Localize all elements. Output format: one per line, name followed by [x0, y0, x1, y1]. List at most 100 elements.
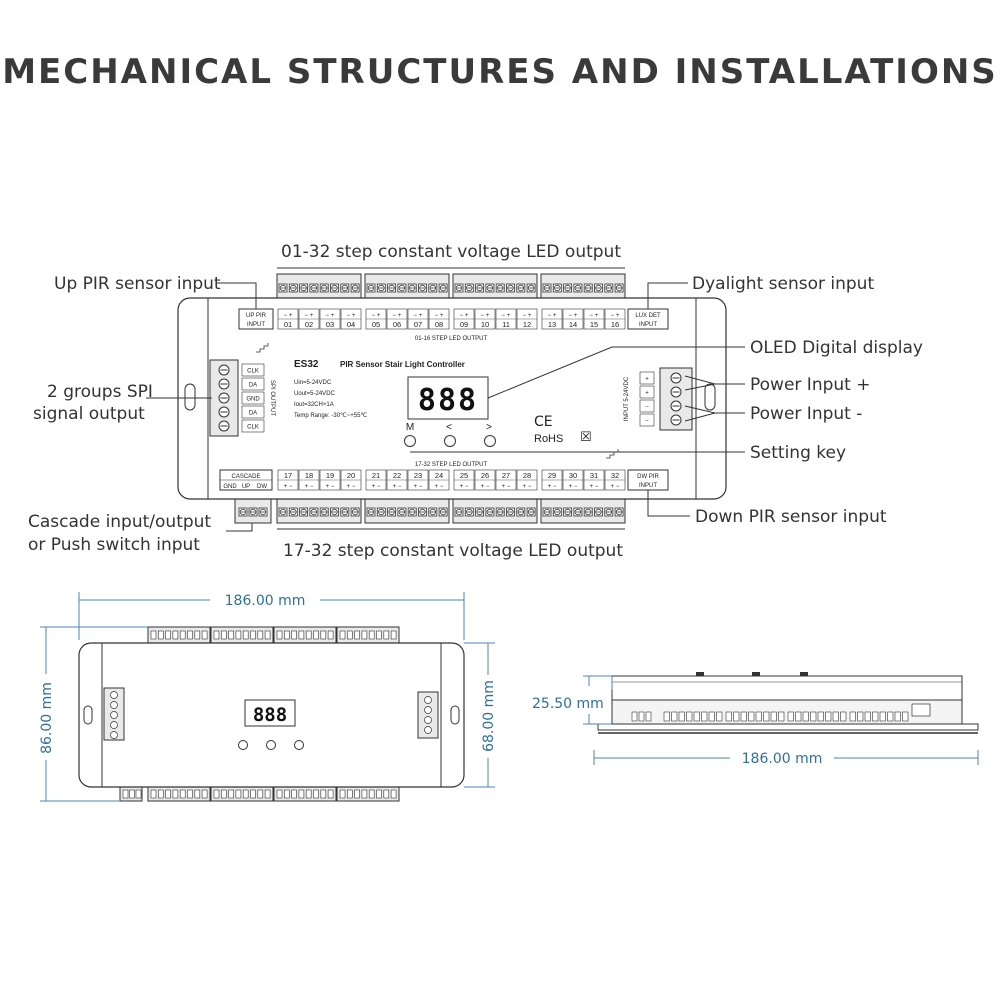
channel-number: 08 [435, 320, 443, 329]
terminal-screw[interactable] [594, 283, 603, 293]
terminal-screw[interactable] [278, 507, 288, 517]
power-terminal-screw[interactable] [670, 414, 682, 426]
terminal-screw[interactable] [387, 507, 397, 517]
controller-top-view: UP PIR INPUT LUX DET INPUT 01− +02− +03−… [177, 273, 727, 524]
spi-terminal-screw[interactable] [218, 420, 230, 432]
spi-output-label: SPI OUTPUT [269, 380, 275, 416]
terminal-screw[interactable] [506, 507, 515, 517]
channel-polarity: + − [523, 484, 532, 490]
terminal-screw[interactable] [428, 507, 438, 517]
terminal-screw[interactable] [418, 283, 427, 293]
terminal-screw[interactable] [376, 507, 386, 517]
terminal-screw[interactable] [309, 507, 319, 517]
spi-terminal-screw[interactable] [218, 378, 230, 390]
terminal-screw[interactable] [526, 507, 536, 517]
terminal-screw[interactable] [542, 283, 552, 293]
terminal-screw[interactable] [407, 283, 417, 293]
terminal-screw[interactable] [594, 507, 603, 517]
terminal-screw[interactable] [583, 283, 593, 293]
cascade-pin-gnd: GND [223, 484, 237, 490]
channel-polarity: − + [481, 313, 490, 319]
model-name: ES32 [294, 359, 319, 370]
terminal-screw[interactable] [428, 283, 438, 293]
spi-terminal-screw[interactable] [218, 406, 230, 418]
terminal-screw[interactable] [563, 507, 572, 517]
key-right-button[interactable] [484, 435, 496, 447]
power-terminal-screw[interactable] [670, 400, 682, 412]
channel-polarity: − + [372, 313, 381, 319]
channel-polarity: − + [548, 313, 557, 319]
cascade-terminal-screw[interactable] [238, 507, 248, 517]
terminal-screw[interactable] [397, 507, 407, 517]
key-left-button[interactable] [444, 435, 456, 447]
terminal-screw[interactable] [454, 283, 464, 293]
terminal-screw[interactable] [475, 507, 485, 517]
terminal-screw[interactable] [278, 283, 288, 293]
terminal-screw[interactable] [376, 283, 386, 293]
spi-terminal-screw[interactable] [218, 392, 230, 404]
terminal-screw[interactable] [438, 507, 448, 517]
terminal-screw[interactable] [299, 507, 309, 517]
terminal-screw[interactable] [495, 283, 505, 293]
terminal-screw[interactable] [614, 283, 624, 293]
terminal-screw[interactable] [506, 283, 515, 293]
terminal-screw[interactable] [397, 283, 407, 293]
terminal-screw[interactable] [583, 507, 593, 517]
cascade-terminal-screw[interactable] [258, 507, 268, 517]
rohs-mark: RoHS [534, 433, 563, 445]
terminal-screw[interactable] [485, 283, 495, 293]
power-terminal-screw[interactable] [670, 386, 682, 398]
cascade-label: CASCADE [231, 474, 260, 480]
terminal-screw[interactable] [526, 283, 536, 293]
terminal-screw[interactable] [614, 507, 624, 517]
terminal-screw[interactable] [604, 507, 614, 517]
channel-number: 15 [590, 320, 598, 329]
channel-polarity: − + [393, 313, 402, 319]
power-terminal-screw[interactable] [670, 372, 682, 384]
terminal-screw[interactable] [464, 283, 474, 293]
terminal-screw[interactable] [340, 283, 350, 293]
terminal-screw[interactable] [563, 283, 572, 293]
callout-oled: OLED Digital display [750, 338, 923, 358]
channel-polarity: + − [305, 484, 314, 490]
terminal-screw[interactable] [573, 507, 583, 517]
terminal-screw[interactable] [516, 283, 526, 293]
cascade-terminal-screw[interactable] [248, 507, 258, 517]
terminal-screw[interactable] [418, 507, 427, 517]
terminal-screw[interactable] [552, 283, 562, 293]
channel-number: 23 [414, 471, 422, 480]
cascade-pin-dw: DW [257, 484, 267, 490]
terminal-screw[interactable] [454, 507, 464, 517]
terminal-screw[interactable] [330, 507, 339, 517]
terminal-screw[interactable] [288, 283, 298, 293]
channel-number: 05 [372, 320, 380, 329]
terminal-screw[interactable] [340, 507, 350, 517]
terminal-screw[interactable] [495, 507, 505, 517]
terminal-screw[interactable] [552, 507, 562, 517]
terminal-screw[interactable] [573, 283, 583, 293]
terminal-screw[interactable] [542, 507, 552, 517]
terminal-screw[interactable] [309, 283, 319, 293]
spi-terminal-screw[interactable] [218, 364, 230, 376]
terminal-screw[interactable] [485, 507, 495, 517]
terminal-screw[interactable] [350, 283, 360, 293]
terminal-screw[interactable] [330, 283, 339, 293]
channel-number: 14 [569, 320, 577, 329]
terminal-screw[interactable] [350, 507, 360, 517]
terminal-screw[interactable] [604, 283, 614, 293]
terminal-screw[interactable] [387, 283, 397, 293]
terminal-screw[interactable] [475, 283, 485, 293]
terminal-screw[interactable] [464, 507, 474, 517]
key-m-button[interactable] [404, 435, 416, 447]
terminal-screw[interactable] [319, 507, 329, 517]
terminal-screw[interactable] [319, 283, 329, 293]
terminal-screw[interactable] [516, 507, 526, 517]
channel-number: 13 [548, 320, 556, 329]
terminal-screw[interactable] [366, 283, 376, 293]
terminal-screw[interactable] [288, 507, 298, 517]
channel-polarity: + − [414, 484, 423, 490]
terminal-screw[interactable] [438, 283, 448, 293]
terminal-screw[interactable] [366, 507, 376, 517]
terminal-screw[interactable] [407, 507, 417, 517]
terminal-screw[interactable] [299, 283, 309, 293]
